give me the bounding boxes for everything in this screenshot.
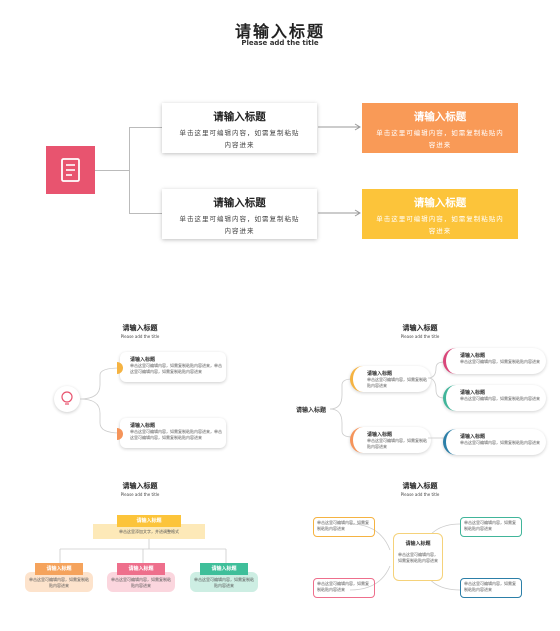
card-text: 单击这里可编辑内容，如需复制粘贴内容进来，单击这里可编辑内容，如需复制粘贴内容进… [130,363,222,374]
connector [95,170,129,171]
node-title: 请输入标题 [117,515,181,527]
node-text: 单击这里可编辑内容，如需复制粘贴内容进来 [367,438,427,449]
thumb-b-leaf-node[interactable]: 请输入标题 单击这里可编辑内容，如需复制粘贴内容进来 [443,385,546,411]
card-title: 请输入标题 [130,357,156,363]
thumb-b-root: 请输入标题 [296,407,327,414]
lightbulb-icon [61,391,73,405]
node-text: 单击这里可编辑内容，如需复制粘贴内容进来 [460,440,540,445]
thumb-c-subtitle: Please add the title [120,492,160,497]
content-card[interactable]: 请输入标题 单击这里可编辑内容，如需复制粘贴内容进来 [162,103,317,153]
thumb-d-subtitle: Please add the title [400,492,440,497]
document-icon [61,158,80,182]
thumb-a-title: 请输入标题 [122,324,158,332]
thumb-a-icon-circle [54,386,80,412]
thumb-c-child-node[interactable]: 请输入标题 单击这里可编辑内容，如需复制粘贴内容进来 [107,563,175,592]
thumb-b-connector [330,378,352,438]
thumb-c-child-node[interactable]: 请输入标题 单击这里可编辑内容，如需复制粘贴内容进来 [190,563,258,592]
connector [129,127,162,128]
thumb-d-corner-node[interactable]: 单击这里可编辑内容，如需复制粘贴内容进来 [460,578,522,598]
node-title: 请输入标题 [460,353,486,359]
thumb-a-subtitle: Please add the title [120,334,160,339]
content-card[interactable]: 请输入标题 单击这里可编辑内容，如需复制粘贴内容进来 [162,189,317,239]
connector [129,127,130,213]
node-text: 单击这里可编辑内容，如需复制粘贴内容进来 [398,552,438,563]
node-text: 单击这里可编辑内容，如需复制粘贴内容进来 [460,396,540,401]
card-title: 请输入标题 [130,423,156,429]
thumb-d-corner-node[interactable]: 单击这里可编辑内容，如需复制粘贴内容进来 [313,578,375,598]
card-title: 请输入标题 [213,111,266,123]
thumb-c-top-node[interactable]: 请输入标题 单击这里添加文字，并进调整格式 [93,515,205,539]
node-title: 请输入标题 [200,563,248,575]
node-title: 请输入标题 [367,371,393,377]
thumb-a-card[interactable]: 请输入标题 单击这里可编辑内容，如需复制粘贴内容进来，单击这里可编辑内容，如需复… [117,352,226,382]
thumb-b-leaf-connector [428,361,444,439]
result-card-yellow[interactable]: 请输入标题 单击这里可编辑内容，如需复制粘贴内容进来 [362,189,518,239]
card-title: 请输入标题 [413,111,467,123]
thumb-b-mid-node[interactable]: 请输入标题 单击这里可编辑内容，如需复制粘贴内容进来 [350,427,431,453]
arrow-right-icon [318,209,361,217]
result-card-orange[interactable]: 请输入标题 单击这里可编辑内容，如需复制粘贴内容进来 [362,103,518,153]
card-body: 单击这里可编辑内容，如需复制粘贴内容进来 [376,215,504,235]
arrow-right-icon [318,123,361,131]
node-title: 请输入标题 [367,432,393,438]
node-text: 单击这里可编辑内容，如需复制粘贴内容进来 [460,359,540,364]
connector [129,213,162,214]
thumb-c-child-node[interactable]: 请输入标题 单击这里可编辑内容，如需复制粘贴内容进来 [25,563,93,592]
thumb-b-leaf-node[interactable]: 请输入标题 单击这里可编辑内容，如需复制粘贴内容进来 [443,429,546,455]
thumb-b-subtitle: Please add the title [400,334,440,339]
card-body: 单击这里可编辑内容，如需复制粘贴内容进来 [376,129,504,149]
node-title: 请输入标题 [460,390,486,396]
node-title: 请输入标题 [117,563,165,575]
icon-box [46,146,95,194]
card-body: 单击这里可编辑内容，如需复制粘贴内容进来 [179,215,300,235]
thumb-b-leaf-node[interactable]: 请输入标题 单击这里可编辑内容，如需复制粘贴内容进来 [443,348,546,374]
thumb-c-connector [59,539,227,563]
node-text: 单击这里可编辑内容，如需复制粘贴内容进来 [29,577,89,588]
card-title: 请输入标题 [213,197,266,209]
thumb-a-connector [80,367,120,434]
node-text: 单击这里添加文字，并进调整格式 [119,529,179,534]
half-circle-marker [117,362,123,374]
thumb-d-center-node[interactable]: 请输入标题 单击这里可编辑内容，如需复制粘贴内容进来 [393,533,443,581]
node-title: 请输入标题 [405,541,431,547]
node-text: 单击这里可编辑内容，如需复制粘贴内容进来 [111,577,171,588]
thumb-a-card[interactable]: 请输入标题 单击这里可编辑内容，如需复制粘贴内容进来，单击这里可编辑内容，如需复… [117,418,226,448]
node-title: 请输入标题 [35,563,83,575]
thumb-b-title: 请输入标题 [402,324,438,332]
node-text: 单击这里可编辑内容，如需复制粘贴内容进来 [194,577,254,588]
card-title: 请输入标题 [413,197,467,209]
node-title: 请输入标题 [460,434,486,440]
half-circle-marker [117,428,123,440]
thumb-d-corner-node[interactable]: 单击这里可编辑内容，如需复制粘贴内容进来 [460,517,522,537]
card-body: 单击这里可编辑内容，如需复制粘贴内容进来 [179,129,300,149]
thumb-c-title: 请输入标题 [122,482,158,490]
page-title: 请输入标题 [234,22,325,41]
page-subtitle: Please add the title [241,39,319,47]
node-text: 单击这里可编辑内容，如需复制粘贴内容进来 [367,377,427,388]
card-text: 单击这里可编辑内容，如需复制粘贴内容进来，单击这里可编辑内容，如需复制粘贴内容进… [130,429,222,440]
thumb-b-mid-node[interactable]: 请输入标题 单击这里可编辑内容，如需复制粘贴内容进来 [350,366,431,392]
thumb-d-title: 请输入标题 [402,482,438,490]
thumb-d-corner-node[interactable]: 单击这里可编辑内容，如需复制粘贴内容进来 [313,517,375,537]
